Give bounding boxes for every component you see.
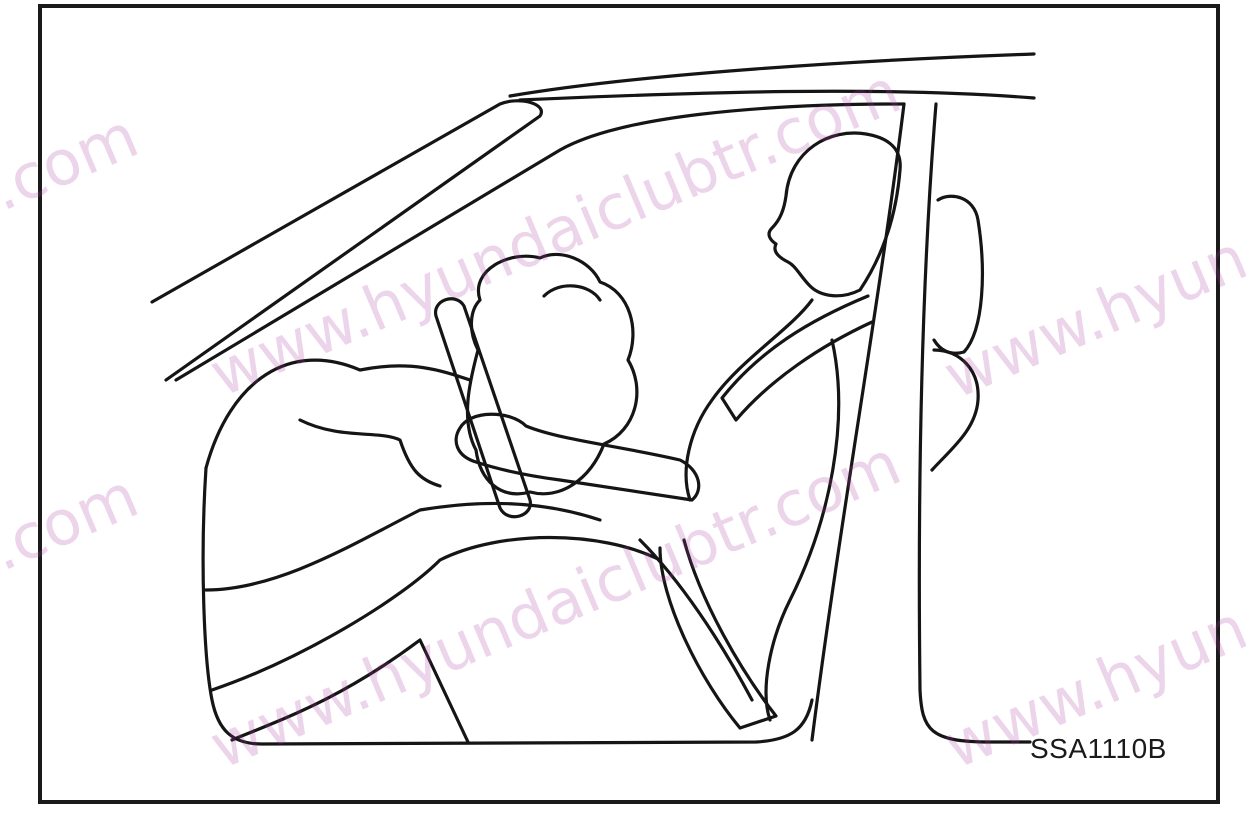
roof-inner-line: [520, 91, 1034, 100]
seatbelt-upper: [722, 296, 872, 420]
seatbelt-lower: [660, 540, 776, 728]
dashboard-curve: [206, 360, 470, 468]
console-line: [300, 420, 440, 486]
rear-seat: [932, 350, 978, 470]
seat-back-edge: [640, 540, 752, 700]
airbag-fold: [544, 286, 600, 300]
steering-column: [436, 299, 531, 517]
floor-line: [232, 640, 468, 742]
b-pillar-front: [812, 104, 904, 740]
driver-seat: [766, 340, 839, 720]
windshield-upper: [152, 101, 541, 380]
figure-code: SSA1110B: [1030, 733, 1167, 765]
windshield-lower: [176, 104, 904, 380]
driver-shoulder: [686, 300, 812, 500]
rear-passenger-head: [934, 196, 982, 353]
b-pillar-rear: [919, 104, 1030, 742]
roof-line: [510, 54, 1034, 96]
footwell-line: [212, 538, 660, 691]
dashboard-lower: [206, 503, 600, 590]
